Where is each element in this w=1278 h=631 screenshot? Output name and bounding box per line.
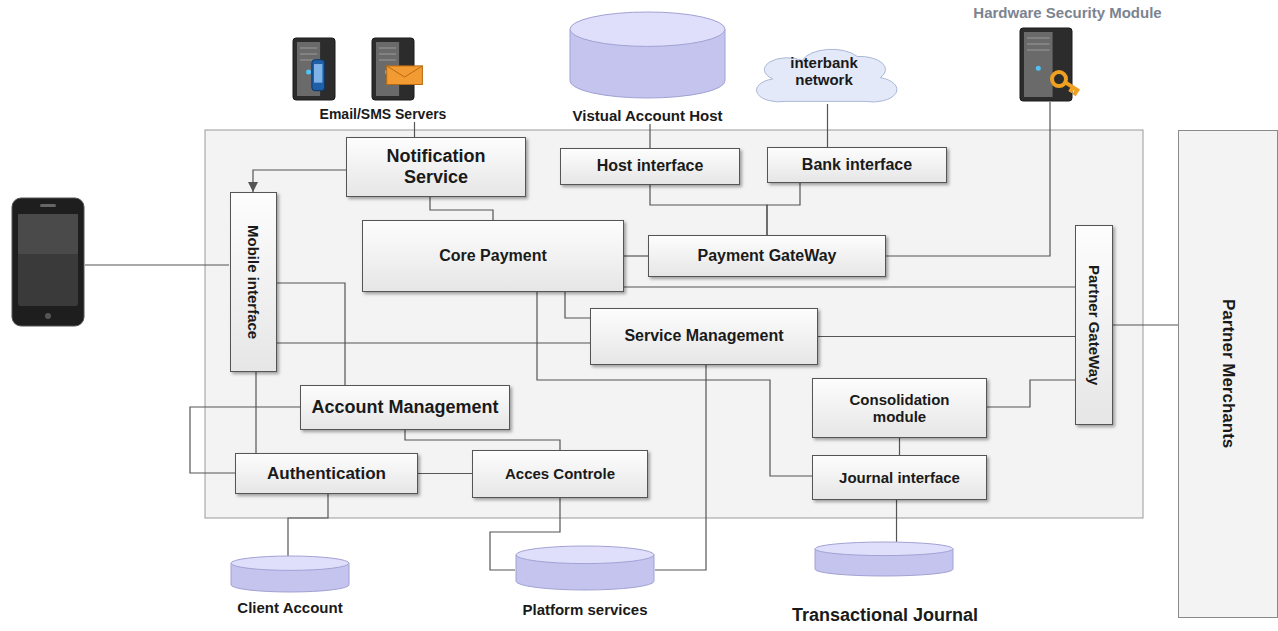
node-label: Mobile interface [245,225,262,339]
phone-wire [85,264,229,265]
node-label: Core Payment [439,247,547,265]
node-label: Notification Service [355,146,517,187]
connector-line [1113,324,1178,325]
server-icon [372,38,422,100]
node-label: Email/SMS Servers [320,106,447,122]
connector-line [624,286,1075,287]
database-node: Platform services [515,546,655,618]
node-label: interbank network [778,54,870,89]
connector-line [767,183,800,235]
mobile-phone-icon [12,198,84,326]
process-box: Service Management [590,308,818,365]
process-box: Acces Controle [472,450,648,498]
node-label: Transactional Journal [792,606,978,626]
network-cloud: interbank network [760,38,888,104]
node-label: Bank interface [802,156,912,174]
connector-line [277,342,590,343]
cylinder-shape [230,556,350,592]
node-label: Acces Controle [505,465,615,482]
connector-line [624,255,648,256]
process-box: Core Payment [362,220,624,292]
database-cylinder [570,12,725,98]
cylinder-shape [555,12,740,98]
process-box: Notification Service [346,137,526,197]
database-cylinder [231,556,349,592]
node-label: Platform services [522,601,647,618]
cylinder-shape [789,542,979,576]
connector-line [896,500,897,542]
process-box: Bank interface [767,147,947,183]
connector-line [818,336,1075,337]
process-box: Authentication [235,453,418,494]
process-box: Account Management [300,385,510,430]
server-icon [1020,28,1079,101]
connector-line [253,170,346,192]
node-label: Host interface [597,157,704,175]
server-node: Email/SMS Servers [283,36,483,122]
connector-line [277,283,345,385]
server-icon [293,38,335,100]
process-box: Consolidation module [812,378,987,438]
node-label: Vistual Account Host [572,107,722,124]
database-cylinder [516,546,654,590]
connector-line [405,430,560,450]
platform-frame [205,130,1143,518]
node-label: Client Account [237,599,342,616]
connector-line [649,124,650,148]
node-label: Consolidation module [840,391,960,426]
database-node: Vistual Account Host [555,12,740,124]
node-label: Account Management [311,397,498,418]
connector-line [414,122,415,137]
process-box: Payment GateWay [648,235,886,277]
partner-panel: Partner Merchants [1178,130,1278,618]
cylinder-shape [515,546,655,590]
connector-line [987,380,1075,407]
node-label: Service Management [624,327,783,345]
database-cylinder [815,542,953,576]
process-box: Mobile interface [230,192,277,372]
database-node: Transactional Journal [789,542,981,626]
server-node: Hardware Security Module [930,4,1205,102]
connector-line [899,438,900,455]
connector-line [827,104,828,147]
node-label: Hardware Security Module [973,4,1161,21]
connector-line [255,372,256,453]
process-box: Journal interface [812,455,987,500]
connector-line [418,473,472,474]
process-box: Host interface [560,148,740,185]
connector-line [288,494,328,556]
node-label: Partner GateWay [1085,265,1102,385]
database-node: Client Account [230,556,350,616]
connector-line [655,365,706,570]
connector-line [565,292,590,318]
node-label: Authentication [267,464,386,484]
connector-line [650,185,767,235]
connector-line [430,197,493,220]
node-label: Journal interface [839,469,960,486]
process-box: Partner GateWay [1075,225,1113,425]
server-icons [283,36,483,102]
node-label: Payment GateWay [697,247,836,265]
node-label: Partner Merchants [1218,299,1238,448]
